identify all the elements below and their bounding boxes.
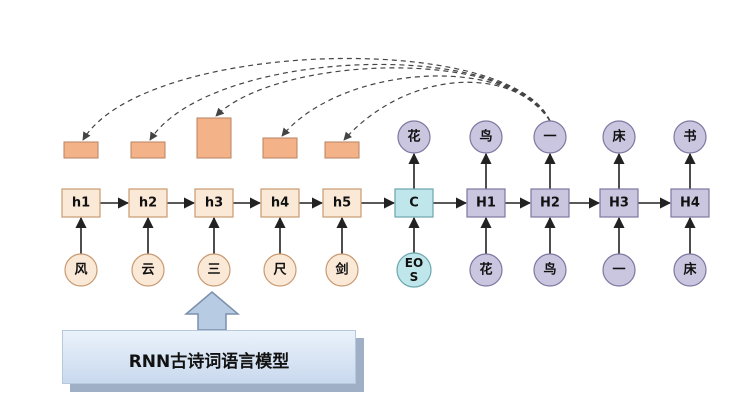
decoder-hidden-label: H4	[680, 196, 700, 211]
encoder-input-node	[263, 253, 297, 287]
decoder-input-node	[469, 253, 503, 287]
decoder-output-node	[533, 120, 567, 154]
attention-curve	[82, 57, 551, 141]
decoder-input-node	[533, 253, 567, 287]
encoder-hidden-label: h4	[271, 196, 289, 211]
context-output-node	[397, 120, 431, 154]
encoder-input-node	[325, 253, 359, 287]
decoder-hidden-label: H3	[609, 196, 629, 211]
decoder-input-node	[673, 253, 707, 287]
banner-up-arrow	[183, 291, 241, 331]
context-output-label: 花	[407, 129, 420, 145]
encoder-hidden-label: h2	[139, 196, 157, 211]
decoder-hidden-label: H1	[476, 196, 496, 211]
decoder-hidden-box	[530, 188, 570, 218]
encoder-input-node	[64, 253, 98, 287]
encoder-input-label: 三	[207, 263, 220, 278]
decoder-output-label: 书	[683, 129, 696, 145]
decoder-input-label: 一	[612, 263, 625, 278]
encoder-hidden-box	[61, 188, 101, 218]
encoder-input-label: 尺	[273, 263, 286, 278]
decoder-input-label: 床	[683, 262, 697, 278]
decoder-hidden-box	[599, 188, 639, 218]
decoder-output-node	[673, 120, 707, 154]
encoder-hidden-label: h1	[72, 196, 90, 211]
encoder-hidden-box	[128, 188, 168, 218]
encoder-hidden-box	[322, 188, 362, 218]
encoder-hidden-box	[260, 188, 300, 218]
decoder-output-node	[602, 120, 636, 154]
decoder-input-label: 鸟	[543, 262, 556, 278]
encoder-input-label: 风	[74, 263, 87, 278]
context-label: C	[409, 196, 419, 211]
encoder-input-node	[131, 253, 165, 287]
decoder-output-label: 鸟	[479, 129, 492, 145]
eos-input-node	[396, 252, 432, 288]
attention-weight-box	[196, 117, 232, 159]
model-banner: RNN古诗词语言模型	[62, 330, 356, 384]
attention-weight-box	[262, 137, 298, 159]
encoder-input-label: 剑	[334, 262, 348, 278]
attention-weight-box	[63, 141, 99, 159]
encoder-input-label: 云	[141, 263, 154, 278]
attention-curve	[149, 63, 551, 141]
attention-curve	[343, 81, 551, 141]
decoder-hidden-box	[466, 188, 506, 218]
decoder-output-node	[469, 120, 503, 154]
banner-label: RNN古诗词语言模型	[128, 352, 290, 372]
attention-weight-box	[324, 141, 360, 159]
eos-input-label: EO	[405, 256, 423, 270]
decoder-hidden-box	[670, 188, 710, 218]
decoder-hidden-label: H2	[540, 196, 560, 211]
eos-input-label: S	[410, 270, 419, 284]
attention-weight-box	[130, 141, 166, 159]
encoder-input-node	[197, 253, 231, 287]
attention-curve	[215, 67, 551, 122]
attention-lines	[82, 57, 551, 141]
decoder-output-label: 一	[543, 130, 556, 145]
decoder-output-label: 床	[612, 129, 626, 145]
connection-arrows	[75, 152, 696, 254]
encoder-hidden-box	[194, 188, 234, 218]
context-box	[394, 188, 434, 218]
encoder-hidden-label: h5	[333, 196, 351, 211]
decoder-input-node	[602, 253, 636, 287]
decoder-input-label: 花	[479, 262, 492, 278]
encoder-hidden-label: h3	[205, 196, 223, 211]
